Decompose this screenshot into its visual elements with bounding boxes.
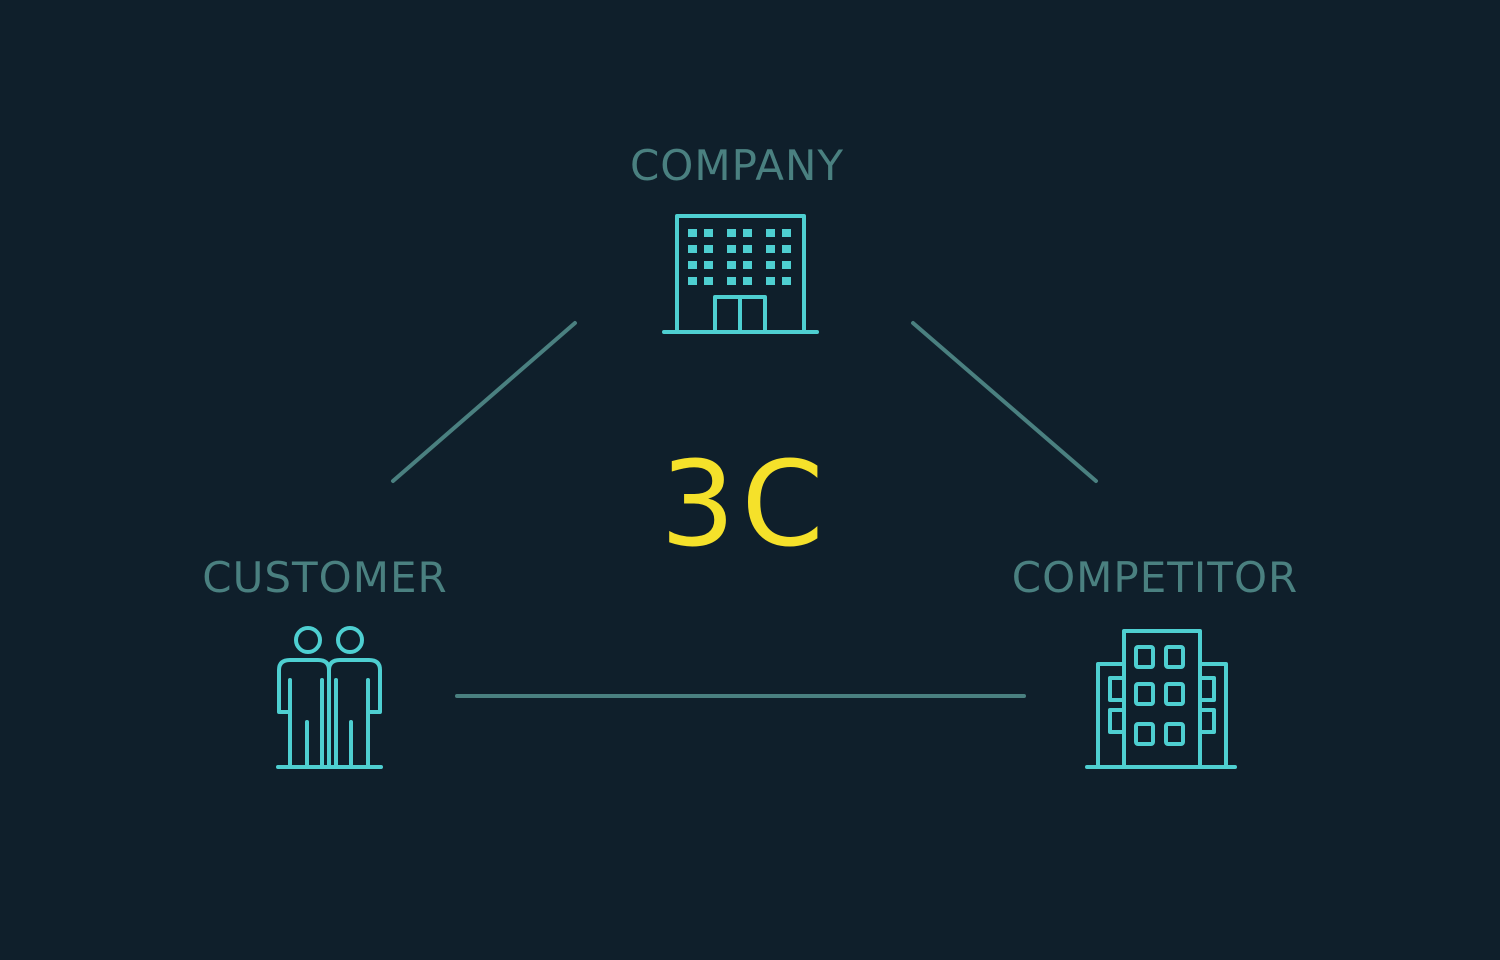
center-title: 3C xyxy=(660,435,829,573)
window-icon xyxy=(782,229,791,237)
window-icon xyxy=(743,229,752,237)
window-icon xyxy=(704,261,713,269)
window-icon xyxy=(743,261,752,269)
window-icon xyxy=(727,229,736,237)
window-icon xyxy=(727,245,736,253)
window-icon xyxy=(727,261,736,269)
window-icon xyxy=(782,277,791,285)
window-icon xyxy=(743,277,752,285)
window-icon xyxy=(704,245,713,253)
window-icon xyxy=(766,261,775,269)
office-building-icon xyxy=(662,214,819,334)
company-label: COMPANY xyxy=(630,141,844,190)
window-icon xyxy=(782,245,791,253)
window-icon xyxy=(688,261,697,269)
window-icon xyxy=(688,229,697,237)
window-icon xyxy=(743,245,752,253)
window-icon xyxy=(766,229,775,237)
window-icon xyxy=(782,261,791,269)
connector-company-competitor xyxy=(911,321,1098,483)
window-icon xyxy=(688,245,697,253)
window-icon xyxy=(704,277,713,285)
window-icon xyxy=(727,277,736,285)
window-icon xyxy=(704,229,713,237)
window-icon xyxy=(688,277,697,285)
people-icon xyxy=(276,626,383,769)
buildings-icon xyxy=(1085,629,1237,769)
connector-company-customer xyxy=(391,321,577,483)
competitor-label: COMPETITOR xyxy=(1012,553,1298,602)
window-icon xyxy=(766,277,775,285)
window-icon xyxy=(766,245,775,253)
customer-label: CUSTOMER xyxy=(202,553,447,602)
